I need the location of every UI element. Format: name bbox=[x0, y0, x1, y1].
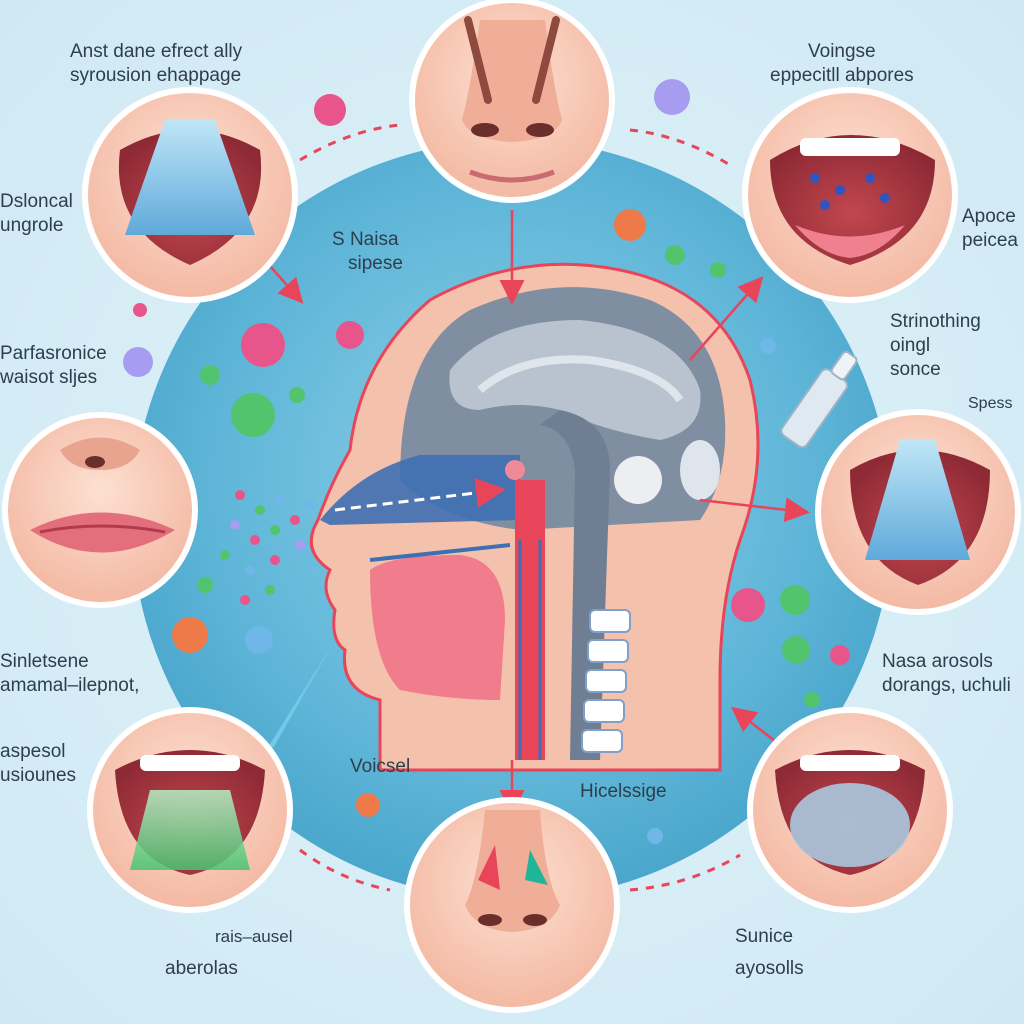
label-line: Dsloncal bbox=[0, 191, 73, 212]
brain bbox=[449, 320, 701, 440]
label-line: Parfasronice bbox=[0, 343, 107, 364]
vignette-mouth-green bbox=[87, 707, 293, 913]
label-left-4: aspesol usiounes bbox=[0, 740, 76, 788]
spine bbox=[581, 609, 631, 753]
label-right-2: Strinothing oingl sonce bbox=[890, 310, 981, 382]
label-line: waisot sljes bbox=[0, 367, 98, 388]
label-line: Hicelssige bbox=[580, 781, 667, 802]
vignette-throat-right bbox=[815, 409, 1021, 615]
label-line: Sunice bbox=[735, 926, 794, 947]
pharynx bbox=[515, 480, 545, 760]
label-left-3: Sinletsene amamal–ilepnot, bbox=[0, 650, 139, 698]
label-right-3: Spess bbox=[968, 392, 1012, 416]
label-right-4: Nasa arosols dorangs, uchuli bbox=[882, 650, 1011, 698]
label-left-2: Parfasronice waisot sljes bbox=[0, 342, 107, 390]
vignette-face-left bbox=[2, 412, 198, 608]
label-top-left: Anst dane efrect ally syrousion ehappage bbox=[70, 40, 242, 88]
label-top-right: Voingse eppecitll abpores bbox=[770, 40, 914, 88]
tongue bbox=[370, 555, 505, 700]
label-line: ayosolls bbox=[735, 958, 804, 979]
label-bottom-left: rais–ausel aberolas bbox=[165, 925, 293, 981]
label-line: Nasa arosols bbox=[882, 651, 993, 672]
label-right-1: Apoce peicea bbox=[962, 205, 1018, 253]
label-line: Strinothing bbox=[890, 311, 981, 332]
label-line: aberolas bbox=[165, 958, 238, 979]
aerosol-particles bbox=[123, 79, 850, 844]
label-line: sonce bbox=[890, 359, 941, 380]
label-line: dorangs, uchuli bbox=[882, 675, 1011, 696]
label-line: amamal–ilepnot, bbox=[0, 675, 140, 696]
label-line: oingl bbox=[890, 335, 931, 356]
label-line: Voicsel bbox=[350, 756, 411, 777]
label-bottom-center-right: Hicelssige bbox=[580, 780, 667, 804]
dashed-connectors bbox=[299, 123, 741, 892]
label-center: S Naisa sipese bbox=[332, 228, 403, 276]
label-bottom-center-left: Voicsel bbox=[350, 755, 410, 779]
nasal-spray-bottle-icon bbox=[780, 350, 858, 449]
spray-cone bbox=[260, 640, 335, 760]
label-line: syrousion ehappage bbox=[70, 65, 242, 86]
label-line: Anst dane efrect ally bbox=[70, 41, 243, 62]
label-line: aspesol bbox=[0, 741, 66, 762]
label-line: Voingse bbox=[808, 41, 876, 62]
label-line: eppecitll abpores bbox=[770, 65, 914, 86]
label-line: sipese bbox=[348, 253, 403, 274]
vignette-mouth-aerosol bbox=[747, 707, 953, 913]
vignette-nose-bottom bbox=[404, 797, 620, 1013]
nasal-cavity bbox=[320, 455, 520, 525]
label-line: Sinletsene bbox=[0, 651, 89, 672]
label-bottom-right: Sunice ayosolls bbox=[735, 925, 804, 981]
label-line: rais–ausel bbox=[215, 927, 293, 946]
vignette-mouth-particles bbox=[742, 87, 958, 303]
label-line: ungrole bbox=[0, 215, 64, 236]
head-cross-section bbox=[309, 262, 760, 772]
label-line: peicea bbox=[962, 230, 1018, 251]
label-left-1: Dsloncal ungrole bbox=[0, 190, 73, 238]
vignette-throat-spray bbox=[82, 87, 298, 303]
virus-icon bbox=[680, 440, 720, 500]
label-line: S Naisa bbox=[332, 229, 399, 250]
vignette-nose-top bbox=[409, 0, 615, 203]
label-line: Apoce bbox=[962, 206, 1016, 227]
label-line: usiounes bbox=[0, 765, 77, 786]
label-line: Spess bbox=[968, 395, 1013, 412]
virus-icon bbox=[614, 456, 662, 504]
